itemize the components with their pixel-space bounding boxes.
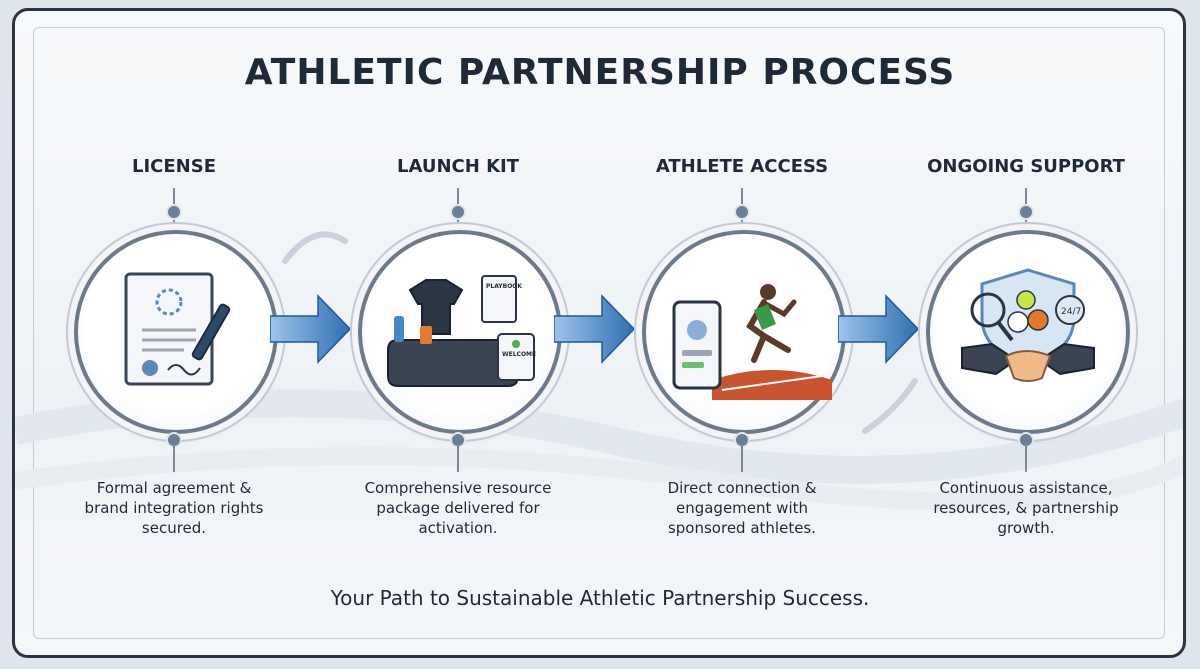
connector-bottom xyxy=(173,444,175,472)
connector-node xyxy=(450,204,466,220)
connector-node xyxy=(734,204,750,220)
step-label-ongoing-support: ONGOING SUPPORT xyxy=(896,156,1156,177)
certificate-pen-icon xyxy=(74,230,278,434)
playbook-text: PLAYBOOK xyxy=(486,283,522,290)
step-desc-license: Formal agreement & brand integration rig… xyxy=(54,478,294,538)
step-desc-ongoing-support: Continuous assistance, resources, & part… xyxy=(906,478,1146,538)
support-24-7-text: 24/7 xyxy=(1061,307,1081,317)
welcome-text: WELCOME xyxy=(502,351,536,358)
connector-bottom xyxy=(457,444,459,472)
phone-runner-icon xyxy=(642,230,846,434)
step-desc-athlete-access: Direct connection & engagement with spon… xyxy=(622,478,862,538)
gear-bag-kit-icon: PLAYBOOK WELCOME xyxy=(358,230,562,434)
arrow-right-icon xyxy=(270,294,350,364)
step-circle-athlete-access xyxy=(634,222,854,442)
connector-node xyxy=(166,204,182,220)
page-title: ATHLETIC PARTNERSHIP PROCESS xyxy=(0,52,1200,93)
arrow-right-icon xyxy=(838,294,918,364)
tagline: Your Path to Sustainable Athletic Partne… xyxy=(0,586,1200,610)
connector-bottom xyxy=(1025,444,1027,472)
step-label-launch-kit: LAUNCH KIT xyxy=(328,156,588,177)
step-circle-launch-kit: PLAYBOOK WELCOME xyxy=(350,222,570,442)
connector-bottom xyxy=(741,444,743,472)
step-circle-license xyxy=(66,222,286,442)
handshake-shield-icon: 24/7 xyxy=(926,230,1130,434)
step-label-license: LICENSE xyxy=(44,156,304,177)
connector-node xyxy=(1018,204,1034,220)
step-label-athlete-access: ATHLETE ACCESS xyxy=(612,156,872,177)
arrow-right-icon xyxy=(554,294,634,364)
step-desc-launch-kit: Comprehensive resource package delivered… xyxy=(338,478,578,538)
step-circle-ongoing-support: 24/7 xyxy=(918,222,1138,442)
